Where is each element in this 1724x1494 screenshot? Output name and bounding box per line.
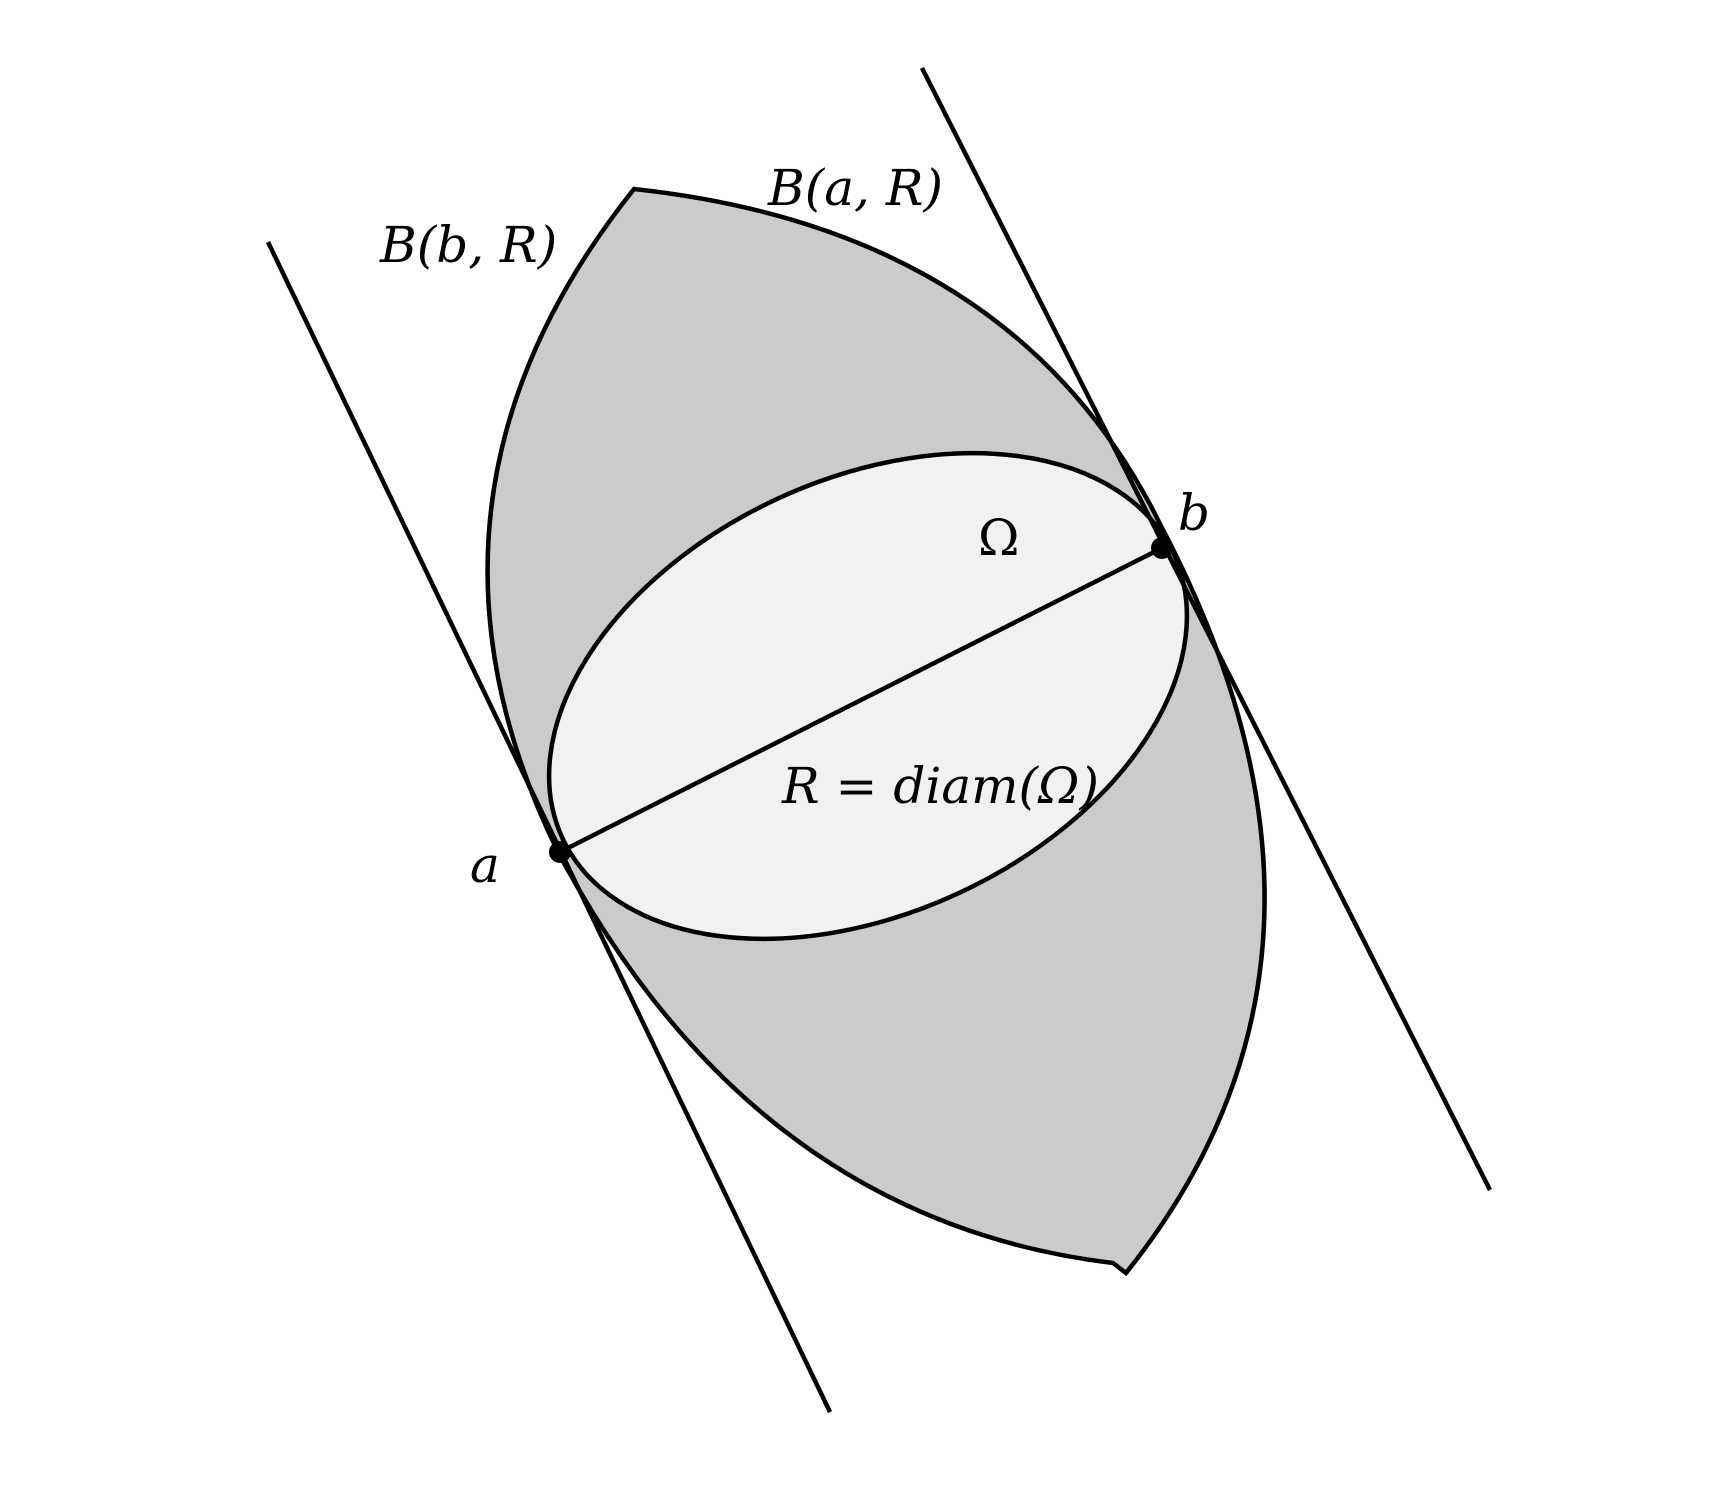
diameter-segment: [558, 545, 1164, 855]
label-ball-a: B(a, R): [767, 159, 943, 217]
label-radius-equation: R = diam(Ω): [781, 757, 1099, 815]
label-point-a: a: [470, 836, 500, 894]
label-omega: Ω: [978, 509, 1019, 567]
label-ball-b: B(b, R): [379, 216, 557, 274]
point-b-marker: [1151, 537, 1173, 559]
supporting-line-a: [265, 241, 833, 1413]
supporting-line-b: [919, 66, 1493, 1192]
point-a-marker: [549, 841, 571, 863]
label-point-b: b: [1178, 484, 1210, 542]
